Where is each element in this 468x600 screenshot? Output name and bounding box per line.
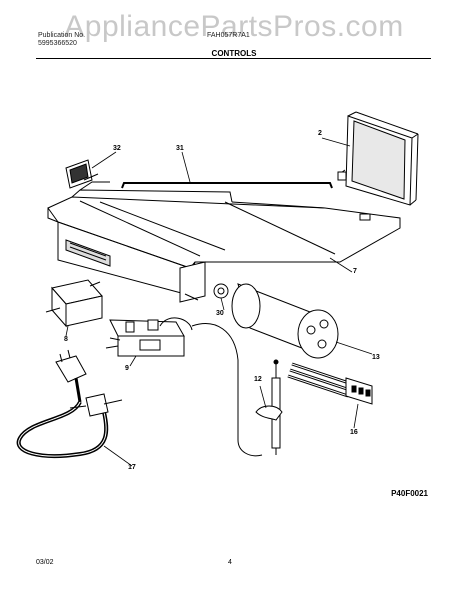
part-32-bracket xyxy=(65,159,99,189)
callout-31: 31 xyxy=(176,145,184,152)
callout-7: 7 xyxy=(353,268,357,275)
part-13-capacitor xyxy=(231,283,339,359)
callout-32: 32 xyxy=(113,145,121,152)
capacitor-lead-wire xyxy=(191,323,263,457)
part-30-grommet xyxy=(213,283,229,299)
callout-2: 2 xyxy=(318,130,322,137)
callout-9: 9 xyxy=(125,365,129,372)
publication-label: Publication No. xyxy=(38,32,86,39)
publication-number: 5995366520 xyxy=(38,40,77,47)
part-8-power-block xyxy=(45,279,103,328)
callout-12: 12 xyxy=(254,376,262,383)
section-title: CONTROLS xyxy=(211,49,257,58)
part-31-rod xyxy=(121,182,333,189)
leader-lines xyxy=(65,137,373,467)
callout-16: 16 xyxy=(350,429,358,436)
part-2-panel xyxy=(337,111,419,206)
part-7-control-housing xyxy=(47,181,401,303)
callout-8: 8 xyxy=(64,336,68,343)
callout-17: 17 xyxy=(128,464,136,471)
part-16-wire-harness xyxy=(287,362,373,405)
part-12-sensor xyxy=(255,359,283,455)
part-17-power-cord xyxy=(16,349,123,458)
footer-date: 03/02 xyxy=(36,559,54,566)
callout-13: 13 xyxy=(372,354,380,361)
watermark-text: AppliancePartsPros.com xyxy=(64,10,404,43)
diagram-code: P40F0021 xyxy=(391,489,428,498)
model-number: FAH057R7A1 xyxy=(207,32,250,39)
header-rule xyxy=(36,58,431,59)
part-9-switch-board xyxy=(105,317,193,357)
callout-30: 30 xyxy=(216,310,224,317)
footer-page-number: 4 xyxy=(228,559,232,566)
